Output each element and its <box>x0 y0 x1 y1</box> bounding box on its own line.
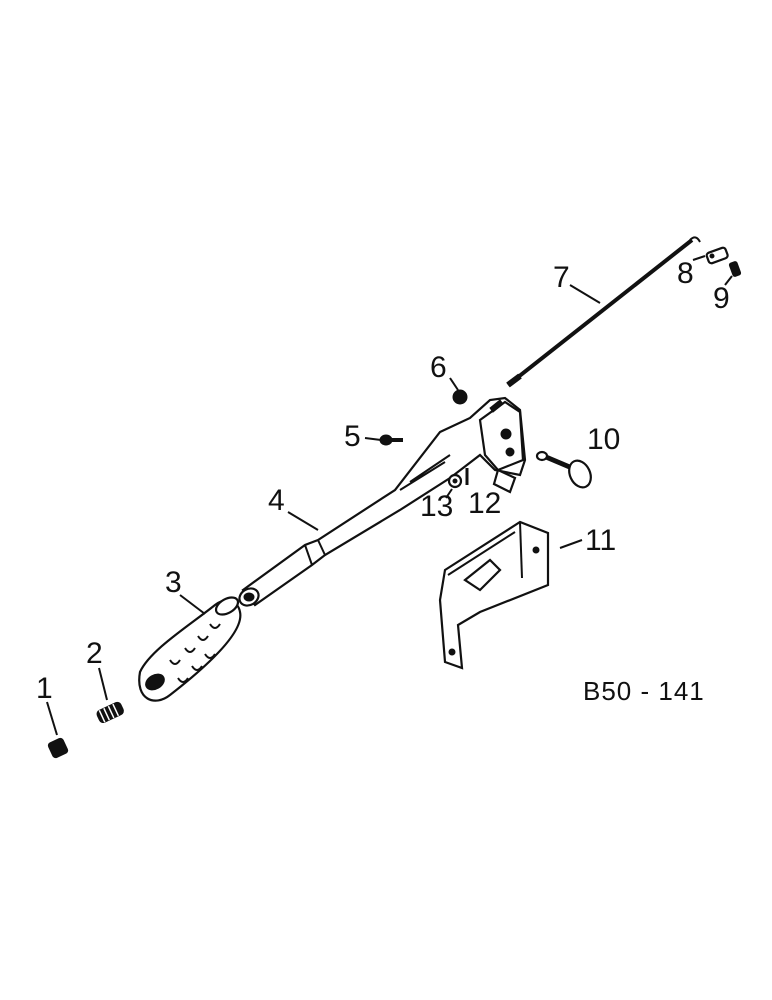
callout-12: 12 <box>468 487 501 520</box>
callout-4: 4 <box>268 484 285 517</box>
part-8-clevis <box>705 246 729 265</box>
callout-7: 7 <box>553 261 570 294</box>
reference-code: B50 - 141 <box>583 676 705 706</box>
part-10-clevis-pin <box>535 450 592 489</box>
callout-8: 8 <box>677 257 694 290</box>
part-13-washer <box>447 473 463 489</box>
part-2-spring <box>96 701 124 724</box>
callout-3: 3 <box>165 566 182 599</box>
callout-2: 2 <box>86 637 103 670</box>
callout-6: 6 <box>430 351 447 384</box>
part-11-bracket <box>438 520 550 670</box>
callout-5: 5 <box>344 420 361 453</box>
callout-1: 1 <box>36 672 53 705</box>
callout-labels: 1 2 3 4 5 6 7 8 9 10 11 12 13 <box>36 257 730 705</box>
leader-lines <box>46 255 733 736</box>
callout-13: 13 <box>420 490 453 523</box>
part-5-bolt <box>379 434 403 446</box>
callout-9: 9 <box>713 282 730 315</box>
callout-11: 11 <box>585 524 616 557</box>
part-9-pin <box>728 261 742 277</box>
part-1-plug <box>47 737 69 759</box>
part-3-grip <box>138 596 242 702</box>
callout-10: 10 <box>587 423 620 456</box>
part-4-lever-arm <box>238 396 527 607</box>
part-6-nut <box>452 389 468 405</box>
part-7-rod <box>506 236 701 388</box>
